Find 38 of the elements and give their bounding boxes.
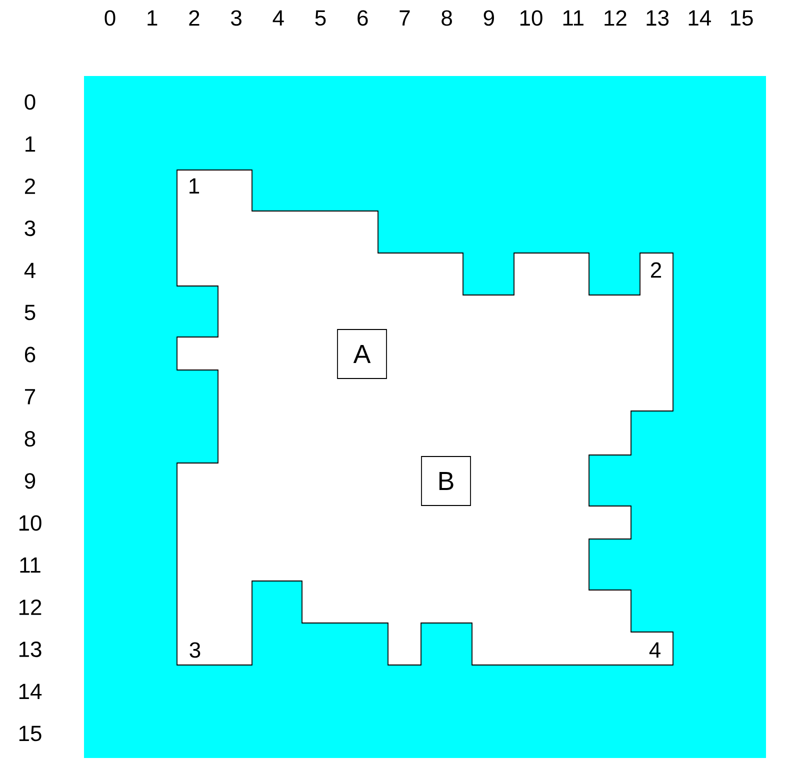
- column-number: 2: [189, 10, 200, 26]
- corner-number: 2: [651, 262, 662, 278]
- row-number: 8: [24, 431, 36, 447]
- row-number: 11: [20, 558, 40, 573]
- column-number: 15: [730, 10, 753, 26]
- column-number: 6: [358, 10, 368, 26]
- row-number: 0: [24, 94, 36, 110]
- column-number: 10: [520, 10, 542, 26]
- row-number: 14: [19, 684, 42, 699]
- column-number: 3: [231, 10, 242, 26]
- corner-number: 1: [190, 178, 200, 194]
- column-number: 1: [148, 10, 158, 26]
- column-number: 11: [563, 10, 584, 26]
- column-number: 4: [272, 10, 284, 26]
- column-number: 7: [400, 10, 410, 26]
- row-number: 6: [25, 346, 36, 362]
- column-number: 5: [315, 10, 326, 26]
- corner-number: 3: [190, 642, 200, 658]
- row-number: 3: [24, 220, 36, 236]
- column-number: 13: [646, 10, 669, 26]
- row-number: 2: [25, 178, 36, 194]
- letter-box: A: [337, 329, 387, 379]
- row-number: 1: [26, 136, 36, 152]
- row-number: 12: [19, 600, 42, 615]
- letter-box: B: [421, 456, 471, 506]
- row-number: 13: [19, 642, 42, 658]
- row-number: 10: [19, 515, 42, 531]
- row-number: 5: [24, 304, 36, 320]
- column-number: 9: [484, 10, 494, 26]
- row-number: 4: [24, 262, 36, 278]
- row-number: 7: [25, 389, 36, 404]
- column-number: 12: [604, 10, 626, 26]
- column-number: 14: [688, 10, 711, 26]
- column-number: 0: [104, 10, 116, 26]
- column-number: 8: [442, 10, 452, 26]
- row-number: 9: [24, 473, 36, 489]
- corner-number: 4: [649, 642, 660, 658]
- row-number: 15: [19, 726, 42, 742]
